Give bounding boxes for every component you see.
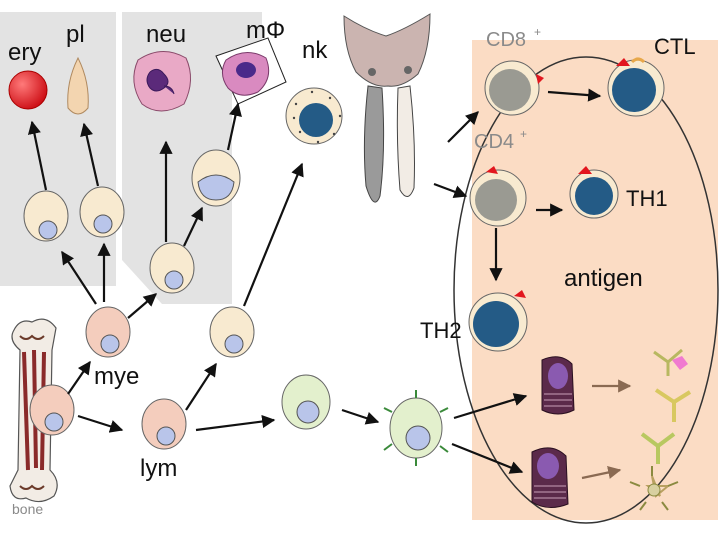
th2-cell (468, 290, 528, 352)
cd8-superscript: + (534, 25, 541, 39)
pl-label: pl (66, 21, 85, 48)
stem-cell (29, 384, 75, 436)
nk-label: nk (302, 37, 328, 64)
cd8-label: CD8 (486, 29, 526, 51)
th2-label: TH2 (420, 318, 462, 343)
antigen-star-icon (629, 466, 679, 511)
neu-progenitor-cell (149, 242, 195, 294)
neu-label: neu (146, 21, 186, 48)
cd4-superscript: + (520, 127, 527, 141)
antibody-icon-1 (654, 388, 692, 422)
neutrophil-cell (133, 51, 191, 112)
mye-label: mye (94, 363, 139, 390)
b-cell (383, 390, 449, 466)
secretion-arrows (581, 379, 632, 480)
th1-label: TH1 (626, 186, 668, 211)
pl-progenitor-cell (79, 186, 125, 238)
ctl-label: CTL (654, 34, 696, 59)
b-progenitor-cell (281, 374, 331, 430)
antigen-enclosure (453, 56, 719, 524)
ery-label: ery (8, 39, 41, 66)
antigen-antibody-complex-icon (653, 348, 688, 376)
lym-label: lym (140, 455, 177, 482)
lymphoid-progenitor-cell (141, 398, 187, 450)
nk-progenitor-cell (209, 306, 255, 358)
arrows (27, 88, 602, 474)
bone-partial-label: bone (12, 501, 43, 517)
cd8-t-cell (484, 60, 544, 116)
myeloid-progenitor-cell (85, 306, 131, 358)
nk-cell (285, 87, 343, 145)
antibody-icon-2 (640, 432, 676, 464)
ery-progenitor-cell (23, 190, 69, 242)
plasma-cell-1 (541, 356, 575, 415)
cd4-t-cell (469, 166, 527, 227)
th1-cell (569, 166, 619, 219)
gray-panel-left (0, 12, 116, 286)
ctl-cell (607, 57, 665, 117)
cd4-label: CD4 (474, 131, 514, 153)
plasma-cell-2 (531, 447, 569, 508)
thymus-organ (343, 13, 431, 203)
antigen-label: antigen (564, 265, 643, 292)
platelet-cell (67, 56, 89, 115)
macrophage-cell (215, 37, 287, 105)
monocyte-cell (191, 149, 241, 207)
erythrocyte-cell (8, 70, 48, 110)
